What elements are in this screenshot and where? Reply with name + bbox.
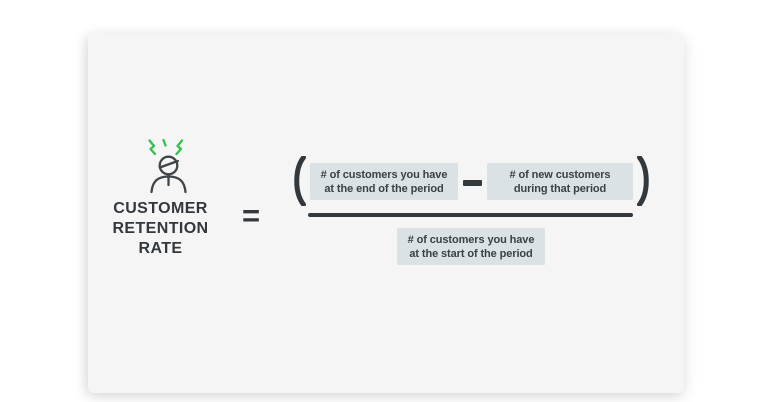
term-line: # of customers you have xyxy=(407,233,535,246)
stress-spark-right-icon xyxy=(175,139,184,156)
close-paren-icon xyxy=(637,156,649,206)
numerator-minuend-box: # of customers you have at the end of th… xyxy=(310,163,458,200)
term-line: # of new customers xyxy=(509,168,611,181)
person-head xyxy=(158,155,179,176)
frustrated-customer-icon xyxy=(148,138,187,194)
open-paren-icon xyxy=(294,156,306,206)
metric-label-line-2: RETENTION xyxy=(112,220,209,237)
metric-label-line-1: CUSTOMER xyxy=(113,200,208,217)
fraction-bar xyxy=(308,213,633,217)
minus-operator xyxy=(463,180,482,186)
term-line: at the end of the period xyxy=(324,182,444,195)
stress-spark-middle-icon xyxy=(162,138,167,147)
metric-label-line-3: RATE xyxy=(138,240,183,257)
term-line: during that period xyxy=(513,182,607,195)
term-line: at the start of the period xyxy=(409,247,533,260)
infographic-card: CUSTOMER RETENTION RATE = # of customers… xyxy=(88,33,684,393)
person-face-line xyxy=(158,159,179,169)
stress-spark-left-icon xyxy=(148,139,157,156)
numerator-subtrahend-box: # of new customers during that period xyxy=(487,163,633,200)
denominator-box: # of customers you have at the start of … xyxy=(397,228,545,265)
equals-sign: = xyxy=(241,198,261,233)
term-line: # of customers you have xyxy=(320,168,448,181)
metric-label: CUSTOMER RETENTION RATE xyxy=(93,199,228,259)
